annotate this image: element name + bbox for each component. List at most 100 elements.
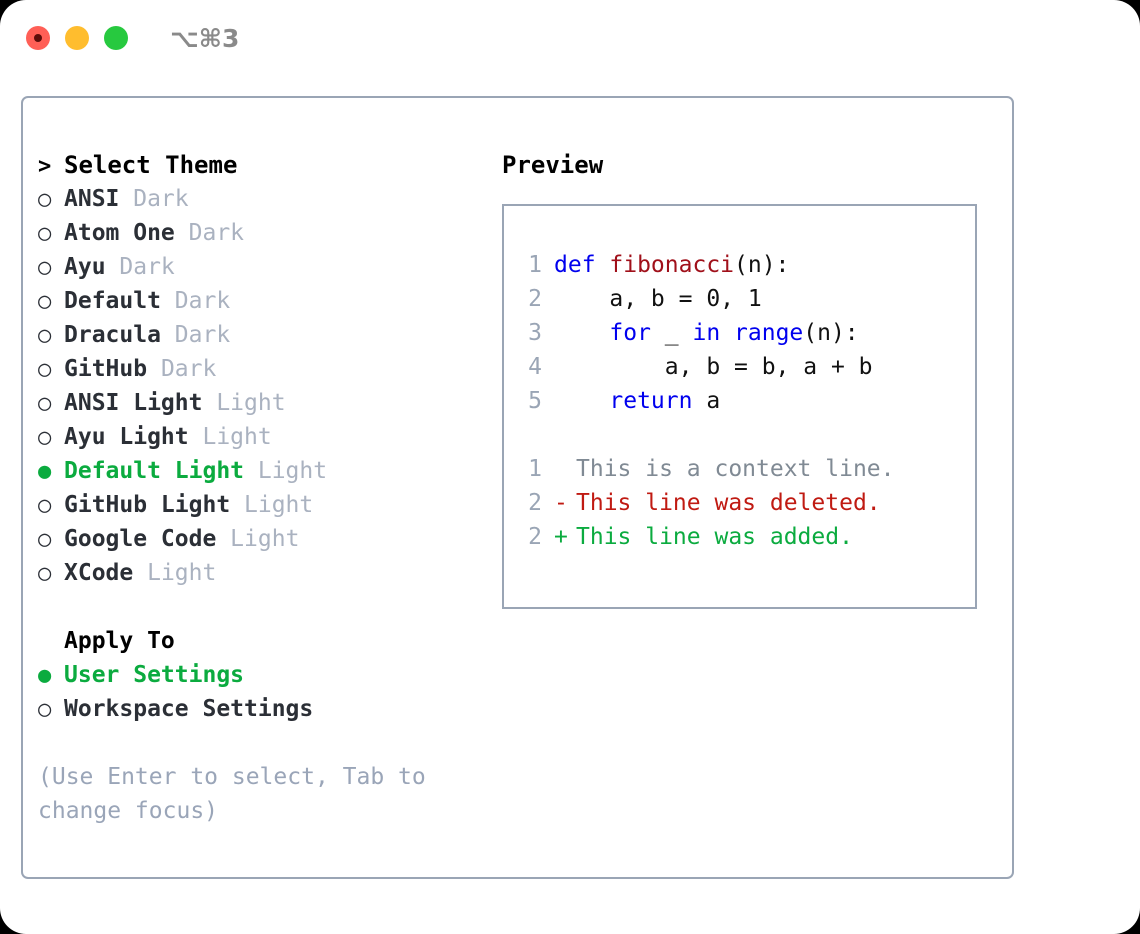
radio-selected-icon[interactable]: ● — [38, 459, 52, 484]
code-token: (n): — [734, 252, 790, 278]
radio-unselected-icon[interactable]: ○ — [38, 255, 52, 280]
theme-name: Ayu Light — [64, 424, 189, 450]
theme-list-item[interactable]: ○ GitHub Dark — [38, 352, 488, 386]
line-number: 1 — [528, 252, 542, 278]
line-number: 3 — [528, 320, 542, 346]
theme-kind-label: Dark — [160, 288, 231, 314]
code-token: fibonacci — [609, 252, 735, 278]
theme-name: XCode — [64, 560, 134, 586]
theme-name: ANSI — [64, 186, 120, 212]
code-text: return a — [554, 384, 720, 418]
diff-text: This line was deleted. — [576, 490, 881, 516]
diff-sign: + — [554, 524, 568, 550]
apply-to-list: ●User Settings ○ Workspace Settings — [38, 658, 488, 726]
title-bar: ⌥⌘3 — [0, 0, 1140, 78]
code-token: for — [609, 320, 651, 346]
code-token: (n): — [803, 320, 859, 346]
code-token: in range — [692, 320, 804, 346]
line-number: 2 — [528, 286, 542, 312]
prompt-caret-icon: > — [38, 154, 52, 179]
apply-to-title: Apply To — [64, 628, 175, 654]
code-token — [554, 320, 609, 346]
theme-kind-label: Light — [216, 526, 300, 552]
select-theme-header: > Select Theme — [38, 148, 488, 182]
radio-unselected-icon[interactable]: ○ — [38, 493, 52, 518]
diff-lines: 1 This is a context line.2-This line was… — [514, 452, 969, 554]
theme-list-item[interactable]: ○ Default Dark — [38, 284, 488, 318]
theme-kind-label: Dark — [174, 220, 245, 246]
theme-name: Default — [64, 288, 161, 314]
radio-unselected-icon[interactable]: ○ — [38, 221, 52, 246]
theme-kind-label: Light — [202, 390, 286, 416]
keyboard-shortcut-label: ⌥⌘3 — [170, 24, 240, 53]
code-text: a, b = 0, 1 — [554, 282, 761, 316]
theme-kind-label: Dark — [147, 356, 217, 382]
dialog-frame: > Select Theme ○ANSI Dark○Atom One Dark○… — [21, 96, 1014, 879]
theme-list-item[interactable]: ○ANSI Light Light — [38, 386, 488, 420]
code-token: a — [692, 388, 721, 414]
line-number: 2 — [528, 524, 542, 550]
theme-list-item[interactable]: ○GitHub Light Light — [38, 488, 488, 522]
radio-unselected-icon[interactable]: ○ — [38, 289, 52, 314]
keyboard-hint-text: (Use Enter to select, Tab to change focu… — [38, 764, 426, 824]
window-controls — [26, 26, 128, 50]
theme-name: Google Code — [64, 526, 217, 552]
code-line: 5 return a — [514, 384, 969, 418]
apply-to-option[interactable]: ○ Workspace Settings — [38, 692, 488, 726]
line-number: 1 — [528, 456, 542, 482]
theme-list-item[interactable]: ○ Ayu Light Light — [38, 420, 488, 454]
theme-name: GitHub — [64, 356, 148, 382]
theme-list-item[interactable]: ○ Ayu Dark — [38, 250, 488, 284]
radio-unselected-icon[interactable]: ○ — [38, 357, 52, 382]
theme-kind-label: Light — [244, 458, 328, 484]
diff-sign — [554, 452, 576, 486]
code-token: _ — [650, 320, 693, 346]
radio-unselected-icon[interactable]: ○ — [38, 697, 52, 722]
close-button[interactable] — [26, 26, 50, 50]
list-spacer — [38, 590, 488, 624]
theme-name: Ayu — [64, 254, 106, 280]
theme-list-item[interactable]: ●Default Light Light — [38, 454, 488, 488]
radio-unselected-icon[interactable]: ○ — [38, 187, 52, 212]
theme-kind-label: Dark — [160, 322, 231, 348]
theme-list-item[interactable]: ○Atom One Dark — [38, 216, 488, 250]
code-text: for _ in range(n): — [554, 316, 859, 350]
theme-list-item[interactable]: ○ Google Code Light — [38, 522, 488, 556]
code-text: a, b = b, a + b — [554, 350, 873, 384]
theme-list-item[interactable]: ○ANSI Dark — [38, 182, 488, 216]
code-line: 3 for _ in range(n): — [514, 316, 969, 350]
theme-list-item[interactable]: ○XCode Light — [38, 556, 488, 590]
code-token: a, b = b, a + b — [554, 354, 873, 380]
radio-unselected-icon[interactable]: ○ — [38, 391, 52, 416]
diff-line-context: 1 This is a context line. — [514, 452, 969, 486]
minimize-button[interactable] — [65, 26, 89, 50]
radio-unselected-icon[interactable]: ○ — [38, 323, 52, 348]
apply-to-option[interactable]: ●User Settings — [38, 658, 488, 692]
radio-unselected-icon[interactable]: ○ — [38, 425, 52, 450]
code-token: return — [609, 388, 693, 414]
theme-list: ○ANSI Dark○Atom One Dark○Ayu Dark○Defaul… — [38, 182, 488, 590]
apply-to-label: Workspace Settings — [64, 696, 314, 722]
line-number: 4 — [528, 354, 542, 380]
preview-title: Preview — [502, 151, 604, 179]
theme-name: GitHub Light — [64, 492, 231, 518]
theme-name: Dracula — [64, 322, 161, 348]
theme-kind-label: Dark — [105, 254, 175, 280]
theme-list-item[interactable]: ○ Dracula Dark — [38, 318, 488, 352]
diff-line-add: 2 + This line was added. — [514, 520, 969, 554]
theme-kind-label: Light — [188, 424, 272, 450]
diff-text: This line was added. — [576, 524, 853, 550]
radio-selected-icon[interactable]: ● — [38, 663, 52, 688]
code-token — [554, 388, 609, 414]
zoom-button[interactable] — [104, 26, 128, 50]
page-title: Select Theme — [64, 151, 238, 179]
diff-sign: - — [554, 490, 568, 516]
line-number: 2 — [528, 490, 542, 516]
radio-unselected-icon[interactable]: ○ — [38, 527, 52, 552]
radio-unselected-icon[interactable]: ○ — [38, 561, 52, 586]
diff-line-del: 2-This line was deleted. — [514, 486, 969, 520]
